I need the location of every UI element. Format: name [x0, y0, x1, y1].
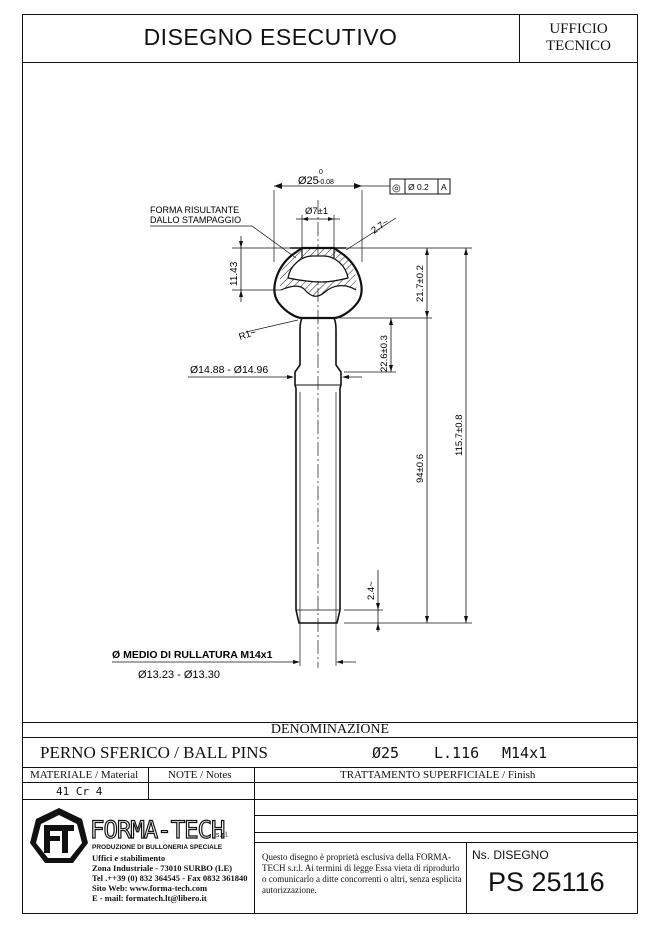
material-notes-divider: [148, 767, 149, 799]
end-chamfer-text: 2.4~: [366, 581, 377, 600]
dim-ball-diameter: Ø25 0 -0.08: [273, 169, 390, 262]
header-divider: [22, 62, 638, 63]
dim-chamfer: 2.7~: [345, 216, 397, 251]
denominazione-divider: [22, 737, 638, 738]
dim-ball-height: 21.7±0.2: [340, 247, 472, 319]
ball-head: [273, 246, 363, 320]
company-line-5: E - mail: formatech.lt@libero.it: [92, 893, 207, 903]
note-line-2: DALLO STAMPAGGIO: [150, 215, 241, 225]
material-header-divider: [22, 782, 638, 783]
cap-text: 11.43: [229, 261, 240, 286]
finish-row-line-1: [254, 815, 638, 816]
denominazione-label: DENOMINAZIONE: [270, 722, 390, 737]
ball-height-text: 21.7±0.2: [415, 265, 426, 302]
dim-hole: Ø7±1: [296, 206, 340, 248]
company-address: Uffici e stabilimento Zona Industriale -…: [92, 853, 248, 903]
rolling-values: Ø13.23 - Ø13.30: [138, 669, 220, 681]
rolling-label: Ø MEDIO DI RULLATURA M14x1: [112, 649, 273, 661]
dim-radius: R1~: [238, 319, 299, 343]
notes-header: NOTE / Notes: [168, 769, 232, 781]
spec-diameter: Ø25: [372, 744, 400, 762]
material-row-bottom: [22, 799, 638, 800]
technical-drawing: Ø25 0 -0.08 ◎ Ø 0.2 A Ø7±1 FORMA RISULTA…: [112, 169, 472, 681]
thread-length-text: 94±0.6: [415, 454, 426, 483]
ball-tol-lower: -0.08: [318, 179, 334, 186]
company-line-2: Zona Industriale - 73010 SURBO (LE): [92, 863, 233, 873]
hole-text: Ø7±1: [305, 206, 328, 217]
fcf-datum: A: [441, 182, 447, 192]
company-line-4: Sito Web: www.forma-tech.com: [92, 883, 208, 893]
drawing-frame: [22, 14, 638, 914]
chamfer-text: 2.7~: [369, 216, 391, 236]
company-suffix: s.r.l.: [216, 832, 229, 839]
spec-length: L.116: [434, 744, 480, 762]
logo-letters: FT: [28, 806, 30, 807]
ball-tol-upper: 0: [319, 169, 323, 176]
part-name: PERNO SFERICO / BALL PINS: [40, 743, 268, 762]
concentricity-icon: ◎: [392, 183, 401, 194]
company-name: FORMA-TECH: [89, 815, 226, 844]
note-line-1: FORMA RISULTANTE: [150, 205, 239, 215]
material-header: MATERIALE / Material: [30, 769, 139, 781]
material-value: 41 Cr 4: [56, 785, 103, 798]
radius-text: R1~: [238, 327, 259, 343]
spec-thread: M14x1: [502, 744, 548, 762]
company-line-3: Tel .++39 (0) 832 364545 - Fax 0832 3618…: [92, 873, 248, 883]
drawing-number: PS 25116: [488, 867, 605, 897]
finish-row-line-3: [254, 842, 638, 843]
finish-row-line-2: [254, 832, 638, 833]
dim-thread-length: 94±0.6: [344, 318, 472, 624]
dim-total: 115.7±0.8: [454, 248, 468, 623]
shank-text: Ø14.88 - Ø14.96: [190, 364, 268, 376]
neck-text: 22.6±0.3: [379, 335, 390, 372]
notice-number-divider: [466, 842, 467, 914]
office-line-2: TECNICO: [546, 38, 611, 54]
dim-end-chamfer: 2.4~: [344, 570, 383, 632]
notes-finish-divider: [254, 767, 255, 914]
company-logo-icon: FT: [28, 806, 88, 863]
dim-cap: 11.43: [229, 236, 290, 302]
header-vdivider: [519, 14, 520, 62]
finish-header: TRATTAMENTO SUPERFICIALE / Finish: [340, 769, 536, 781]
office-label: UFFICIO TECNICO: [519, 21, 638, 55]
total-length-text: 115.7±0.8: [454, 415, 465, 457]
title-block-top: [22, 722, 638, 723]
fcf-value: Ø 0.2: [408, 182, 429, 192]
dim-rolling: Ø MEDIO DI RULLATURA M14x1 Ø13.23 - Ø13.…: [112, 612, 356, 681]
ball-dia-text: Ø25: [298, 175, 319, 187]
drawing-number-label: Ns. DISEGNO: [472, 848, 549, 862]
pin-body: [294, 317, 342, 624]
ownership-notice: Questo disegno è proprietà esclusiva del…: [262, 852, 462, 895]
dim-shank: Ø14.88 - Ø14.96: [188, 364, 362, 379]
company-line-1: Uffici e stabilimento: [92, 853, 166, 863]
name-divider: [22, 767, 638, 768]
office-line-1: UFFICIO: [549, 21, 608, 37]
forming-note: FORMA RISULTANTE DALLO STAMPAGGIO: [150, 205, 297, 259]
feature-control-frame: ◎ Ø 0.2 A: [389, 178, 451, 195]
company-tagline: PRODUZIONE DI BULLONERIA SPECIALE: [92, 844, 223, 851]
page-title: DISEGNO ESECUTIVO: [143, 24, 398, 50]
dim-neck: 22.6±0.3: [344, 318, 396, 373]
